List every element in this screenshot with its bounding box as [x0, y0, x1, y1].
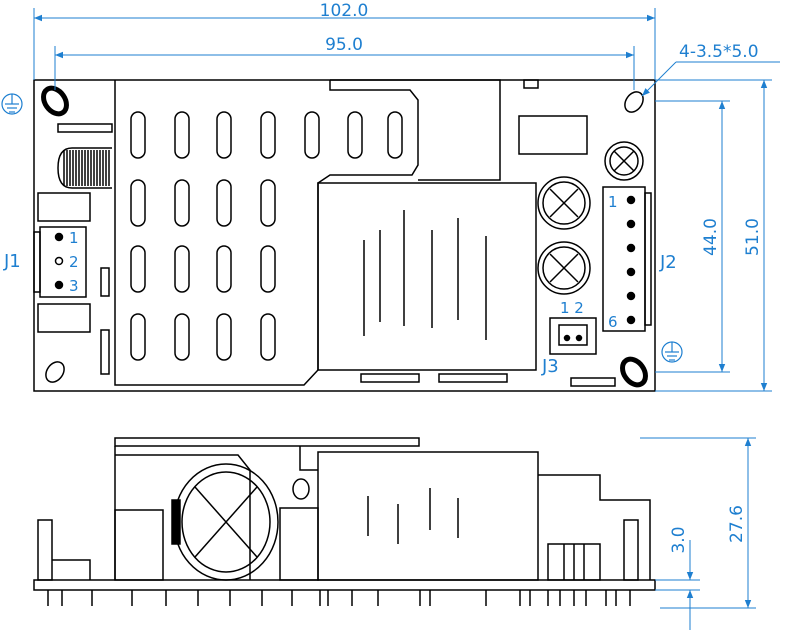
relay-box	[518, 115, 588, 155]
heatsink-slot	[260, 245, 276, 293]
heatsink-slot	[130, 179, 146, 227]
heatsink-slot	[260, 111, 276, 159]
j2-housing-edge	[644, 192, 652, 326]
top-view	[33, 79, 656, 392]
j1-pin-3	[54, 280, 64, 290]
capacitor-upper	[537, 176, 591, 230]
thermistor	[57, 147, 112, 189]
heatsink-slot	[174, 179, 190, 227]
dim-overall-height: 51.0	[743, 218, 763, 256]
side-small-cap	[292, 478, 310, 500]
heatsink-slot	[216, 179, 232, 227]
dim-hole-spacing-y: 44.0	[701, 218, 721, 256]
j1-pin-2	[54, 256, 64, 266]
side-component-mid	[279, 507, 319, 581]
side-transformer-windings	[367, 488, 459, 544]
heatsink-slots	[130, 111, 403, 361]
side-capacitor	[171, 463, 279, 581]
fuse-strip	[57, 123, 113, 133]
dim-overall-width: 102.0	[320, 1, 369, 21]
component-left-lower	[37, 303, 91, 333]
resistor-v1	[100, 267, 110, 297]
resistor-v2	[100, 329, 110, 375]
side-right-component	[538, 474, 651, 580]
dimension-texts: 102.0 95.0 4-3.5*5.0 44.0 51.0	[320, 1, 763, 256]
side-view	[33, 437, 656, 606]
j1-housing-edge	[33, 231, 41, 293]
heatsink-slot	[174, 111, 190, 159]
j1-label: J1	[3, 251, 21, 272]
heatsink-slot	[130, 313, 146, 361]
j2-pin	[626, 291, 636, 301]
component-top-small	[523, 79, 539, 89]
heatsink-slot	[216, 111, 232, 159]
heatsink-slot	[216, 313, 232, 361]
j2-pin	[626, 243, 636, 253]
heatsink-slot	[216, 245, 232, 293]
j2-pin-label-first: 1	[608, 193, 618, 211]
side-pcb	[33, 579, 656, 591]
side-component-block	[114, 509, 164, 581]
heatsink-slot	[174, 313, 190, 361]
component-left-upper	[37, 192, 91, 222]
side-connector-right	[623, 519, 639, 581]
side-connector-pins	[563, 544, 585, 580]
bottom-strip-2	[438, 373, 508, 383]
j3-label: J3	[541, 356, 559, 377]
bottom-strip-1	[360, 373, 420, 383]
ground-symbol-icon	[661, 341, 683, 363]
ground-symbol-icon	[1, 93, 23, 115]
dim-mounting-holes: 4-3.5*5.0	[679, 42, 759, 62]
heatsink-outline	[114, 79, 501, 386]
j1-pin-1	[54, 232, 64, 242]
heatsink-slot	[304, 111, 320, 159]
heatsink-slot	[130, 245, 146, 293]
mounting-hole-bottom-right	[620, 356, 648, 388]
j1-pin-label-3: 3	[69, 277, 79, 295]
heatsink-slot	[174, 245, 190, 293]
j3-connector	[549, 317, 597, 355]
dimension-lines	[33, 8, 780, 392]
j3-pin-labels: 1 2	[560, 299, 584, 317]
j1-pin-label-1: 1	[69, 229, 79, 247]
connector-labels: J1 1 2 3 J2 1 6 J3 1 2	[3, 193, 677, 377]
j2-pins	[626, 195, 636, 325]
dim-board-thickness: 3.0	[669, 526, 689, 553]
mounting-hole-bottom-left	[45, 361, 65, 383]
j1-pin-label-2: 2	[69, 253, 79, 271]
j3-pin-1	[563, 334, 571, 342]
j2-pin	[626, 195, 636, 205]
bottom-strip-3	[570, 377, 616, 387]
j2-pin	[626, 267, 636, 277]
j2-label: J2	[659, 252, 677, 273]
side-left-connector-body	[52, 559, 91, 580]
side-transformer	[317, 451, 539, 581]
j2-pin	[626, 219, 636, 229]
dim-hole-spacing-x: 95.0	[325, 35, 363, 55]
j2-pin-label-last: 6	[608, 313, 618, 331]
mounting-hole-top-right	[624, 91, 644, 113]
j3-pin-2	[575, 334, 583, 342]
side-connector-left	[37, 519, 53, 581]
dim-component-height: 27.6	[727, 505, 747, 543]
side-dimension-texts: 27.6 3.0	[669, 505, 747, 553]
side-leads	[47, 590, 631, 606]
j3-inner	[558, 324, 588, 346]
heatsink-slot	[347, 111, 363, 159]
capacitor-small	[604, 141, 644, 181]
side-heatsink	[114, 446, 318, 580]
transformer	[317, 182, 537, 371]
heatsink-slot	[387, 111, 403, 159]
mounting-hole-top-left	[41, 85, 69, 117]
j2-pin	[626, 315, 636, 325]
side-top-strip	[114, 437, 420, 447]
capacitor-lower	[537, 241, 591, 295]
heatsink-slot	[130, 111, 146, 159]
transformer-windings	[363, 210, 487, 340]
side-dimension-lines	[640, 437, 756, 630]
heatsink-slot	[260, 313, 276, 361]
heatsink-slot	[260, 179, 276, 227]
